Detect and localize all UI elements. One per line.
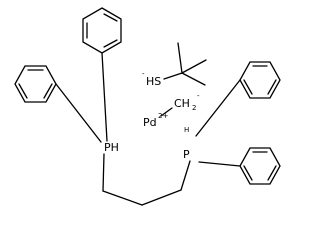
phosphorus-right-label: P [183,148,190,161]
methylene-charge: - [197,92,200,100]
sulfur-label: S [154,75,161,88]
methylene-label: CH [174,97,190,110]
bond-lines [14,7,281,206]
palladium-charge: 2+ [158,112,168,120]
phenyl-ring-right-bottom [239,147,281,185]
svg-text:HS: HS [146,75,161,88]
methylene-subscript: 2 [192,104,196,112]
molecule-structure: PH H P Pd 2+ - HS CH 2 - [14,7,281,206]
sulfur-hydrogen: H [146,75,154,88]
phenyl-ring-right-top [239,61,281,99]
phenyl-ring-top [82,7,122,54]
phosphorus-left-hydrogen: H [111,141,119,154]
phosphorus-left-label: P [104,141,111,154]
palladium-label: Pd [143,116,157,129]
sulfur-charge: - [142,70,145,78]
phenyl-ring-left [14,65,57,103]
phosphorus-right-hydrogen: H [184,126,189,134]
svg-text:PH: PH [104,141,119,154]
